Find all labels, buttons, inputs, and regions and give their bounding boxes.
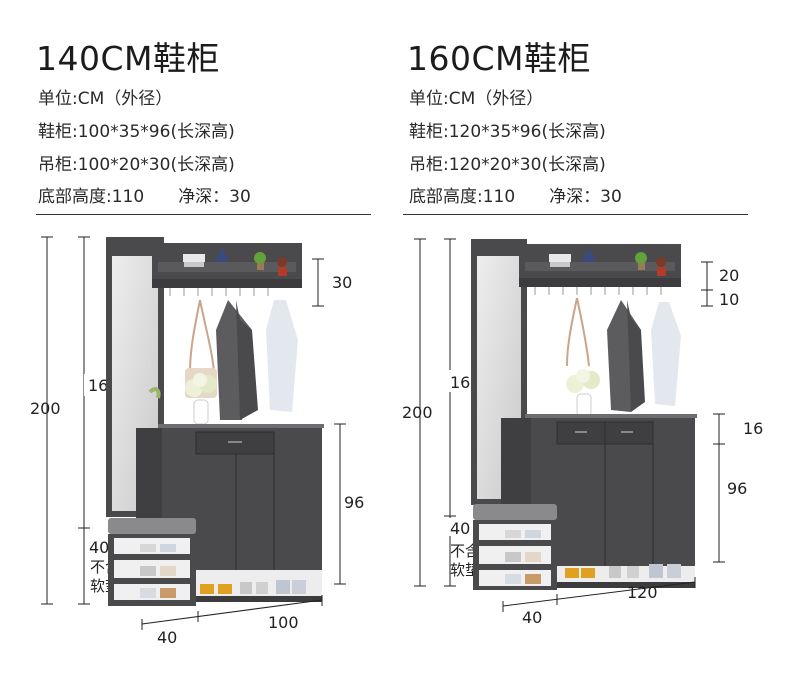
- dim-bench-height: [78, 528, 90, 605]
- shoe-cabinet: [525, 414, 697, 588]
- hanging-shelf: [519, 244, 681, 295]
- shoe-bench: [108, 518, 196, 606]
- flower-vase: [148, 373, 217, 425]
- flower-vase: [566, 369, 600, 417]
- dim-total-height: [414, 238, 426, 587]
- dim-total-height-label: 200: [30, 399, 61, 418]
- dim-shelf-height-label: 30: [332, 273, 352, 292]
- dim-bench-width-label: 40: [157, 628, 177, 647]
- spec-hanging-cabinet: 吊柜:100*20*30(长深高): [38, 155, 235, 175]
- dim-bench-width-label: 40: [522, 608, 542, 627]
- dim-cabinet-segments: [713, 413, 725, 563]
- spec-hanging-cabinet: 吊柜:120*20*30(长深高): [409, 155, 606, 175]
- cabinet-diagram-140: 200 160 40 不含 软垫: [30, 236, 364, 647]
- spec-bottom-height: 底部高度:110: [38, 187, 145, 207]
- no-cushion-line1: 不含: [450, 542, 480, 560]
- divider-line: [36, 214, 371, 215]
- panel-140cm: 140CM鞋柜 单位:CM（外径） 鞋柜:100*35*96(长深高) 吊柜:1…: [30, 39, 371, 647]
- panel-160cm: 160CM鞋柜 单位:CM（外径） 鞋柜:120*35*96(长深高) 吊柜:1…: [395, 0, 790, 683]
- cabinet-diagram-160: 200 160 40 不含 软垫: [402, 238, 763, 627]
- dim-cabinet-height-label: 96: [344, 493, 364, 512]
- spec-bottom-depth: 底部高度:110 净深：30: [38, 182, 251, 207]
- dim-shelf-height: [312, 258, 324, 307]
- dim-cabinet-width-label: 100: [268, 613, 299, 632]
- dim-bench-height-label: 40: [450, 519, 470, 538]
- dim-bench-height-label: 40: [89, 538, 109, 557]
- dim-bottom-widths: [502, 577, 696, 612]
- hanging-shirt: [651, 302, 681, 406]
- dim-top-section-label: 16: [743, 419, 763, 438]
- divider-line: [403, 214, 748, 215]
- hanging-shelf: [152, 243, 302, 296]
- hanging-coat: [607, 300, 645, 412]
- dim-cabinet-height-label: 96: [727, 479, 747, 498]
- no-cushion-line2: 软垫: [450, 561, 480, 579]
- dim-total-height: [41, 236, 53, 605]
- dim-cabinet-width-label: 120: [627, 583, 658, 602]
- spec-unit: 单位:CM（外径）: [38, 89, 173, 109]
- panel-title: 140CM鞋柜: [36, 39, 221, 78]
- spec-unit: 单位:CM（外径）: [409, 89, 544, 109]
- spec-net-depth: 净深：30: [178, 187, 251, 207]
- spec-shoe-cabinet: 鞋柜:120*35*96(长深高): [409, 122, 606, 142]
- spec-bottom-depth: 底部高度:110 净深：30: [409, 182, 622, 207]
- dim-cabinet-height: [334, 423, 346, 585]
- spec-net-depth: 净深：30: [549, 187, 622, 207]
- dim-bottom-widths: [141, 595, 323, 630]
- hanging-bag: [566, 297, 590, 367]
- panel-title: 160CM鞋柜: [407, 39, 592, 78]
- spec-shoe-cabinet: 鞋柜:100*35*96(长深高): [38, 122, 235, 142]
- dim-shelf-bottom-label: 10: [719, 290, 739, 309]
- hanging-coat: [216, 300, 258, 420]
- dim-shelf-segments: [701, 261, 713, 307]
- dim-total-height-label: 200: [402, 403, 433, 422]
- dim-shelf-top-label: 20: [719, 266, 739, 285]
- spec-bottom-height: 底部高度:110: [409, 187, 516, 207]
- hanging-shirt: [266, 300, 298, 412]
- shoe-bench: [473, 504, 557, 590]
